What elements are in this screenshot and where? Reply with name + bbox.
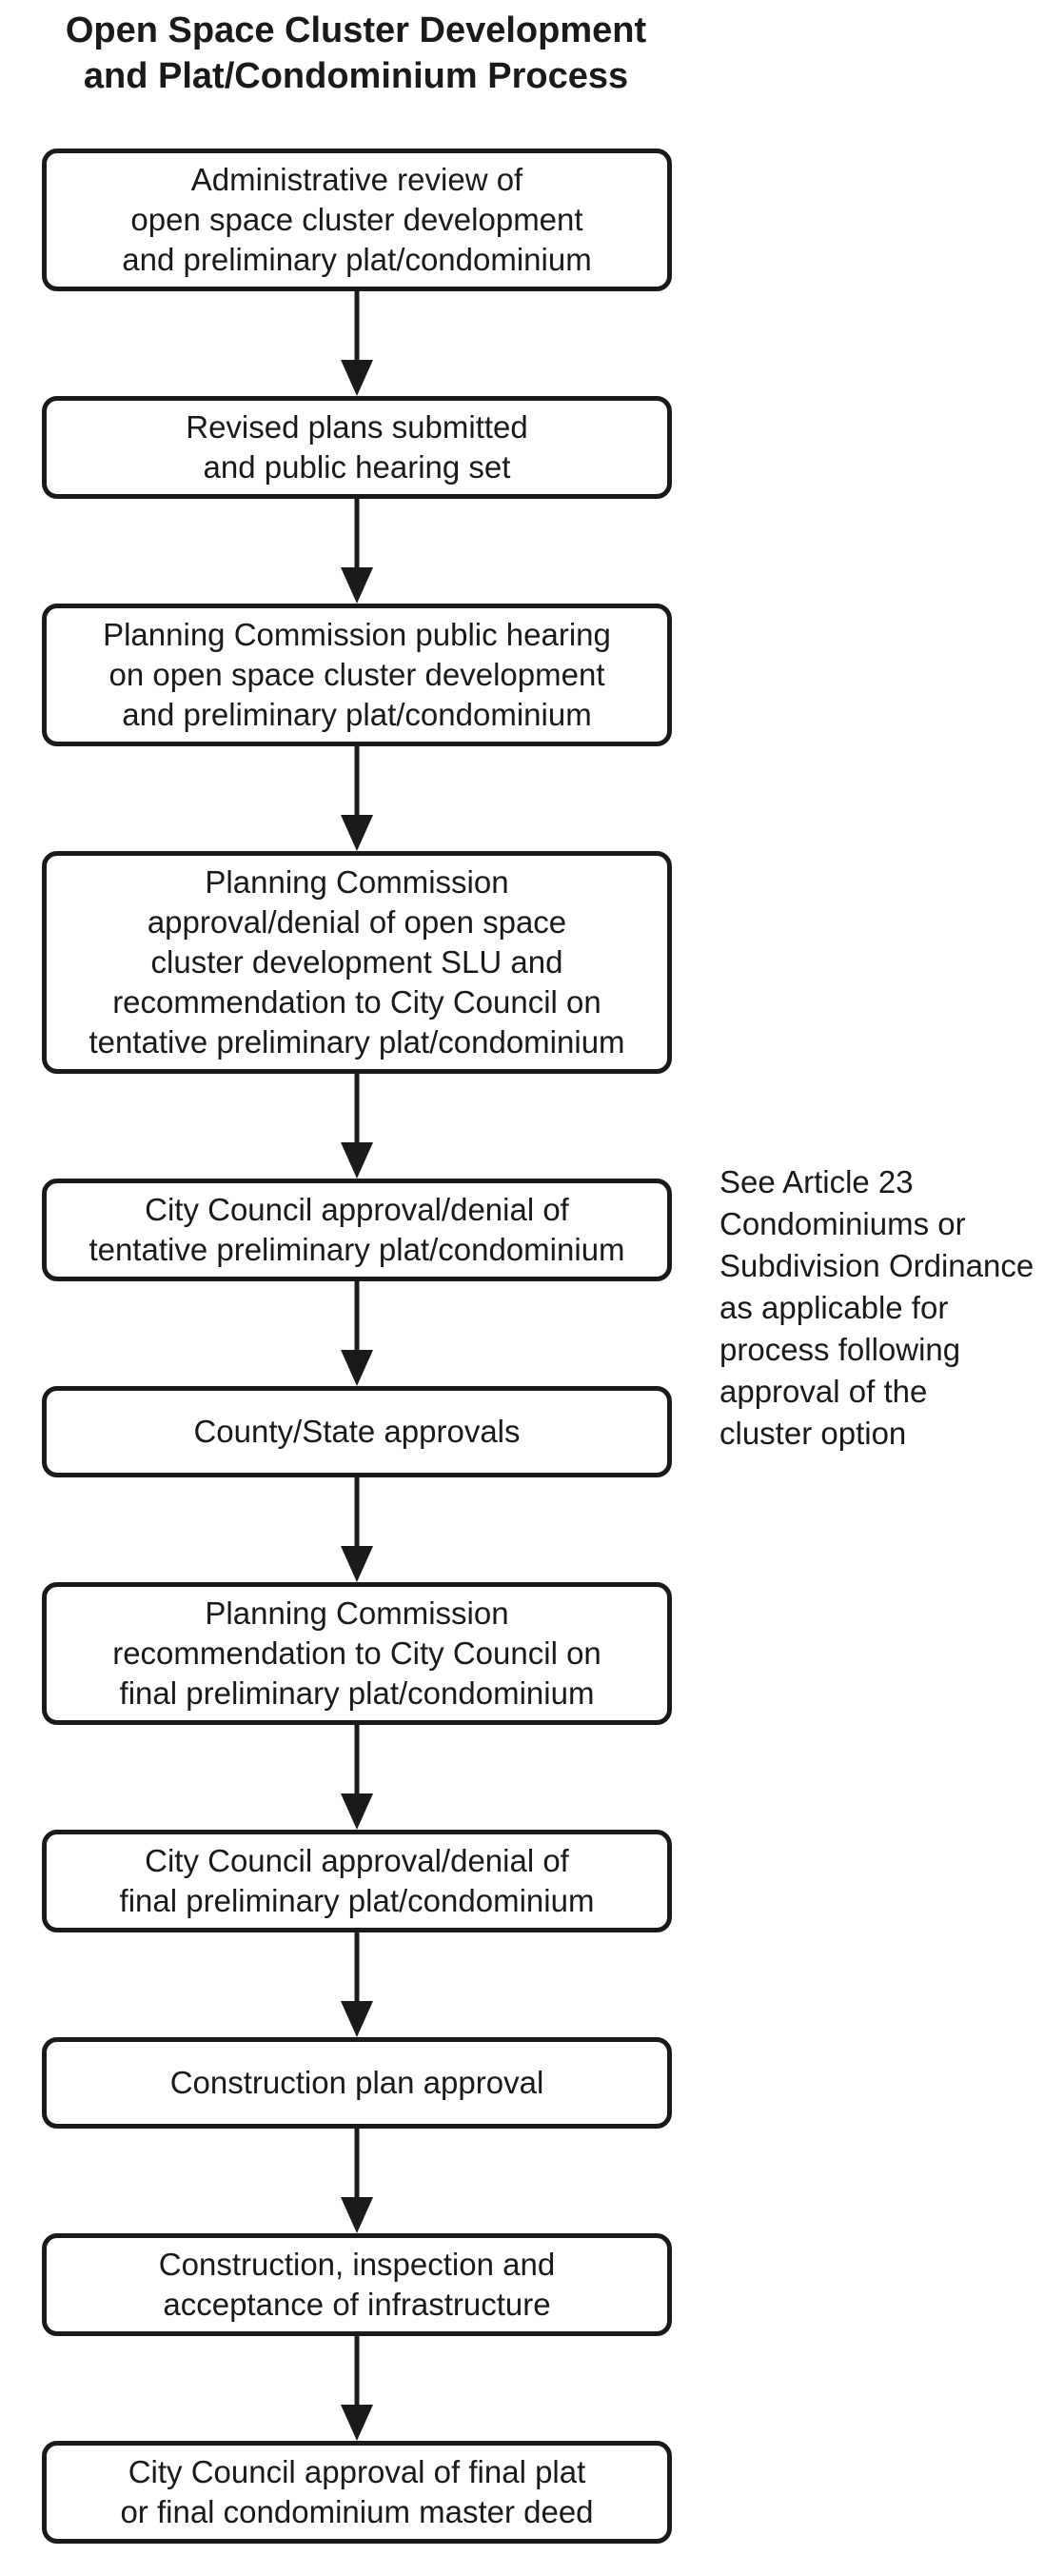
- flow-step-cc-final-plat-approval: City Council approval of final plat or f…: [42, 2441, 672, 2544]
- flow-step-cc-final-approval: City Council approval/denial of final pr…: [42, 1830, 672, 1932]
- flow-step-label: City Council approval of final plat or f…: [120, 2454, 594, 2529]
- arrow-down-icon: [341, 1074, 373, 1179]
- flow-step-pc-approval-denial: Planning Commission approval/denial of o…: [42, 851, 672, 1074]
- flow-step-construction-plan-approval: Construction plan approval: [42, 2037, 672, 2129]
- page-title: Open Space Cluster Development and Plat/…: [65, 10, 647, 96]
- arrow-down-icon: [341, 2129, 373, 2233]
- flow-step-label: Planning Commission approval/denial of o…: [89, 864, 625, 1060]
- flow-step-pc-recommendation-final: Planning Commission recommendation to Ci…: [42, 1582, 672, 1725]
- arrow-down-icon: [341, 1477, 373, 1582]
- flow-step-label: Planning Commission recommendation to Ci…: [112, 1595, 601, 1711]
- flow-step-cc-tentative-approval: City Council approval/denial of tentativ…: [42, 1179, 672, 1281]
- flow-step-label: Administrative review of open space clus…: [122, 162, 592, 277]
- flow-step-administrative-review: Administrative review of open space clus…: [42, 149, 672, 291]
- flow-step-label: Construction, inspection and acceptance …: [158, 2247, 556, 2322]
- flow-step-label: Planning Commission public hearing on op…: [103, 617, 611, 732]
- arrow-down-icon: [341, 1932, 373, 2037]
- arrow-down-icon: [341, 746, 373, 851]
- flow-step-label: Revised plans submitted and public heari…: [186, 409, 528, 485]
- flow-step-label: City Council approval/denial of tentativ…: [89, 1192, 625, 1267]
- flow-step-construction-inspection: Construction, inspection and acceptance …: [42, 2233, 672, 2336]
- arrow-down-icon: [341, 499, 373, 604]
- flow-step-label: County/State approvals: [193, 1414, 521, 1449]
- arrow-down-icon: [341, 291, 373, 396]
- arrow-down-icon: [341, 1725, 373, 1830]
- side-note: See Article 23 Condominiums or Subdivisi…: [719, 1164, 1034, 1451]
- flow-step-county-state-approvals: County/State approvals: [42, 1386, 672, 1477]
- arrow-down-icon: [341, 2336, 373, 2441]
- flowchart: Administrative review of open space clus…: [42, 149, 672, 2544]
- flow-step-label: City Council approval/denial of final pr…: [119, 1843, 595, 1918]
- flow-step-pc-public-hearing: Planning Commission public hearing on op…: [42, 604, 672, 746]
- flow-step-label: Construction plan approval: [169, 2065, 544, 2100]
- flow-step-revised-plans: Revised plans submitted and public heari…: [42, 396, 672, 499]
- arrow-down-icon: [341, 1281, 373, 1386]
